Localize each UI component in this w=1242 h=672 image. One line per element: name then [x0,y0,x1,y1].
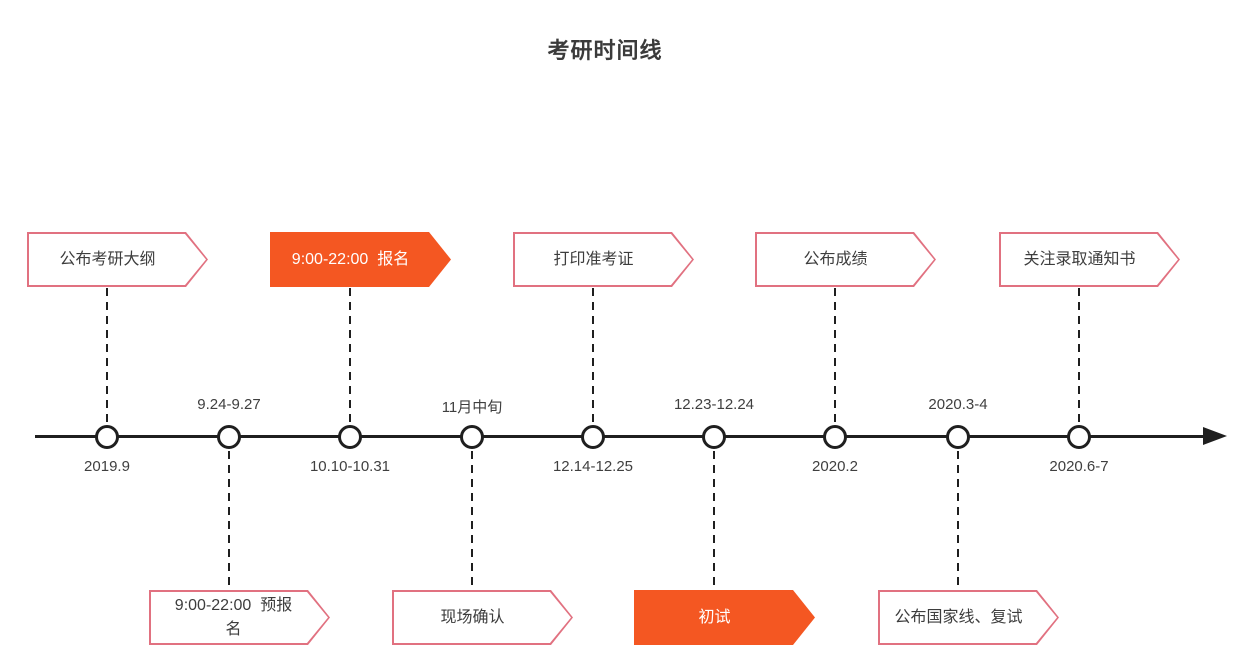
event-label: 公布成绩 [803,250,868,268]
event-initial-exam: 初试 [634,590,815,645]
event-label: 初试 [698,608,731,626]
node-date: 2019.9 [84,458,130,475]
node-date: 2020.2 [812,458,858,475]
pennant-face [515,234,692,285]
event-admission-letter: 关注录取通知书 [999,232,1180,287]
dashed-connector [713,451,715,590]
dashed-connector [834,288,836,423]
pennant-face [757,234,934,285]
event-register: 9:00-22:00 报名 [270,232,451,287]
event-announce-syllabus: 公布考研大纲 [27,232,208,287]
node-date: 12.23-12.24 [673,396,755,413]
event-label: 9:00-22:00 预报名 [174,597,293,638]
timeline-node [95,425,119,449]
event-onsite-confirmation: 现场确认 [392,590,573,645]
pennant-face [29,234,206,285]
pennant-face [394,592,571,643]
event-label: 9:00-22:00 报名 [291,250,410,268]
timeline-node [581,425,605,449]
event-label: 公布国家线、复试 [894,608,1023,626]
timeline-node [338,425,362,449]
pennant-face [880,592,1057,643]
node-date: 2020.3-4 [928,396,988,413]
timeline-node [217,425,241,449]
pennant-shape [634,590,815,645]
node-date: 12.14-12.25 [552,458,634,475]
node-date: 10.10-10.31 [309,458,391,475]
timeline-axis [35,435,1207,438]
dashed-connector [1078,288,1080,423]
event-announce-scores: 公布成绩 [755,232,936,287]
event-label: 现场确认 [440,608,505,626]
pennant-face [151,592,328,643]
timeline-node [702,425,726,449]
timeline-node [946,425,970,449]
node-date: 2020.6-7 [1049,458,1109,475]
pennant-face [1001,234,1178,285]
dashed-connector [957,451,959,590]
event-print-admission-ticket: 打印准考证 [513,232,694,287]
dashed-connector [349,288,351,423]
timeline-node [1067,425,1091,449]
page-title: 考研时间线 [547,38,663,63]
node-date: 11月中旬 [441,399,503,416]
dashed-connector [106,288,108,423]
dashed-connector [592,288,594,423]
event-label: 打印准考证 [553,250,634,268]
event-pre-register: 9:00-22:00 预报名 [149,590,330,645]
event-label: 关注录取通知书 [1023,250,1136,268]
timeline-node [460,425,484,449]
pennant-shape [270,232,451,287]
node-date: 9.24-9.27 [197,396,261,413]
event-label: 公布考研大纲 [59,250,156,268]
dashed-connector [228,451,230,590]
timeline-arrowhead-icon [1203,427,1227,445]
dashed-connector [471,451,473,590]
timeline-node [823,425,847,449]
event-national-line-retest: 公布国家线、复试 [878,590,1059,645]
